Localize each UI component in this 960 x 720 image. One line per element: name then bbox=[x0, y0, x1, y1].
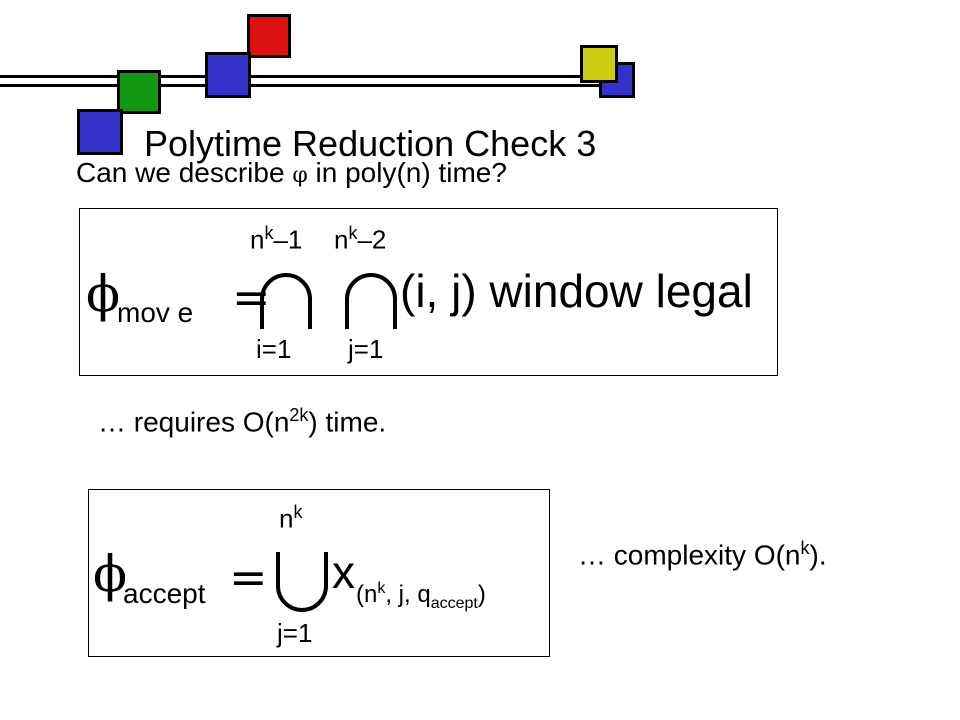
question-phi-symbol: φ bbox=[292, 163, 308, 188]
accept-var: x bbox=[332, 546, 355, 598]
formula-move-body: (i, j) window legal bbox=[400, 265, 753, 317]
union-upper-limit: nk bbox=[279, 502, 302, 535]
question-pre: Can we describe bbox=[76, 157, 285, 188]
green-square bbox=[117, 70, 161, 114]
inner-upper-rest: –2 bbox=[357, 224, 387, 255]
equals-move: = bbox=[232, 270, 271, 324]
union-upper-n: n bbox=[279, 503, 294, 534]
union-lower-limit: j=1 bbox=[277, 618, 313, 648]
slide-question: Can we describe φ in poly(n) time? bbox=[76, 157, 507, 189]
note-accept-post: ). bbox=[809, 539, 827, 571]
outer-intersection-icon bbox=[260, 273, 312, 329]
note-accept-pre: … complexity O(n bbox=[578, 539, 801, 571]
blue-square-left bbox=[77, 109, 123, 155]
question-post: in poly(n) time? bbox=[315, 157, 507, 188]
yellow-square bbox=[580, 45, 618, 83]
accept-var-subscript: (nk, j, qaccept) bbox=[356, 580, 486, 613]
union-icon bbox=[276, 552, 328, 612]
accept-sub-sub: accept bbox=[430, 594, 478, 612]
blue-square-top bbox=[205, 52, 251, 98]
accept-sub-mid: , j, q bbox=[385, 581, 431, 608]
outer-upper-rest: –1 bbox=[273, 224, 303, 255]
note-move-sup: 2k bbox=[289, 405, 309, 425]
phi-accept-subscript: accept bbox=[123, 578, 206, 609]
header-line-top bbox=[0, 75, 600, 78]
outer-upper-n: n bbox=[250, 224, 265, 255]
inner-lower-limit: j=1 bbox=[348, 334, 384, 364]
red-square bbox=[247, 14, 291, 58]
phi-move-subscript: mov e bbox=[117, 297, 194, 328]
note-move-post: ) time. bbox=[308, 406, 387, 438]
inner-intersection-icon bbox=[345, 273, 397, 329]
formula-move-box: ϕ mov e = nk–1 i=1 nk–2 j=1 (i, j) windo… bbox=[79, 208, 778, 376]
outer-upper-sup: k bbox=[264, 223, 274, 243]
outer-upper-limit: nk–1 bbox=[250, 223, 302, 256]
equals-accept: = bbox=[229, 550, 268, 604]
note-move-pre: … requires O(n bbox=[98, 406, 290, 438]
note-accept-sup: k bbox=[800, 538, 810, 558]
slide-title: Polytime Reduction Check 3 bbox=[144, 123, 597, 164]
phi-accept: ϕ bbox=[93, 545, 128, 603]
inner-upper-sup: k bbox=[348, 223, 358, 243]
accept-sub-sup: k bbox=[377, 580, 386, 597]
note-accept: … complexity O(nk). bbox=[578, 538, 827, 571]
union-upper-sup: k bbox=[293, 502, 303, 522]
header-line-bottom bbox=[0, 84, 600, 87]
formula-accept-box: ϕ accept = nk j=1 x (nk, j, qaccept) bbox=[88, 489, 550, 657]
outer-lower-limit: i=1 bbox=[256, 334, 292, 364]
phi-move: ϕ bbox=[86, 265, 121, 323]
inner-upper-n: n bbox=[334, 224, 349, 255]
accept-sub-pre: (n bbox=[356, 581, 378, 608]
note-move: … requires O(n2k) time. bbox=[98, 405, 386, 438]
accept-sub-post: ) bbox=[477, 581, 486, 608]
inner-upper-limit: nk–2 bbox=[334, 223, 386, 256]
